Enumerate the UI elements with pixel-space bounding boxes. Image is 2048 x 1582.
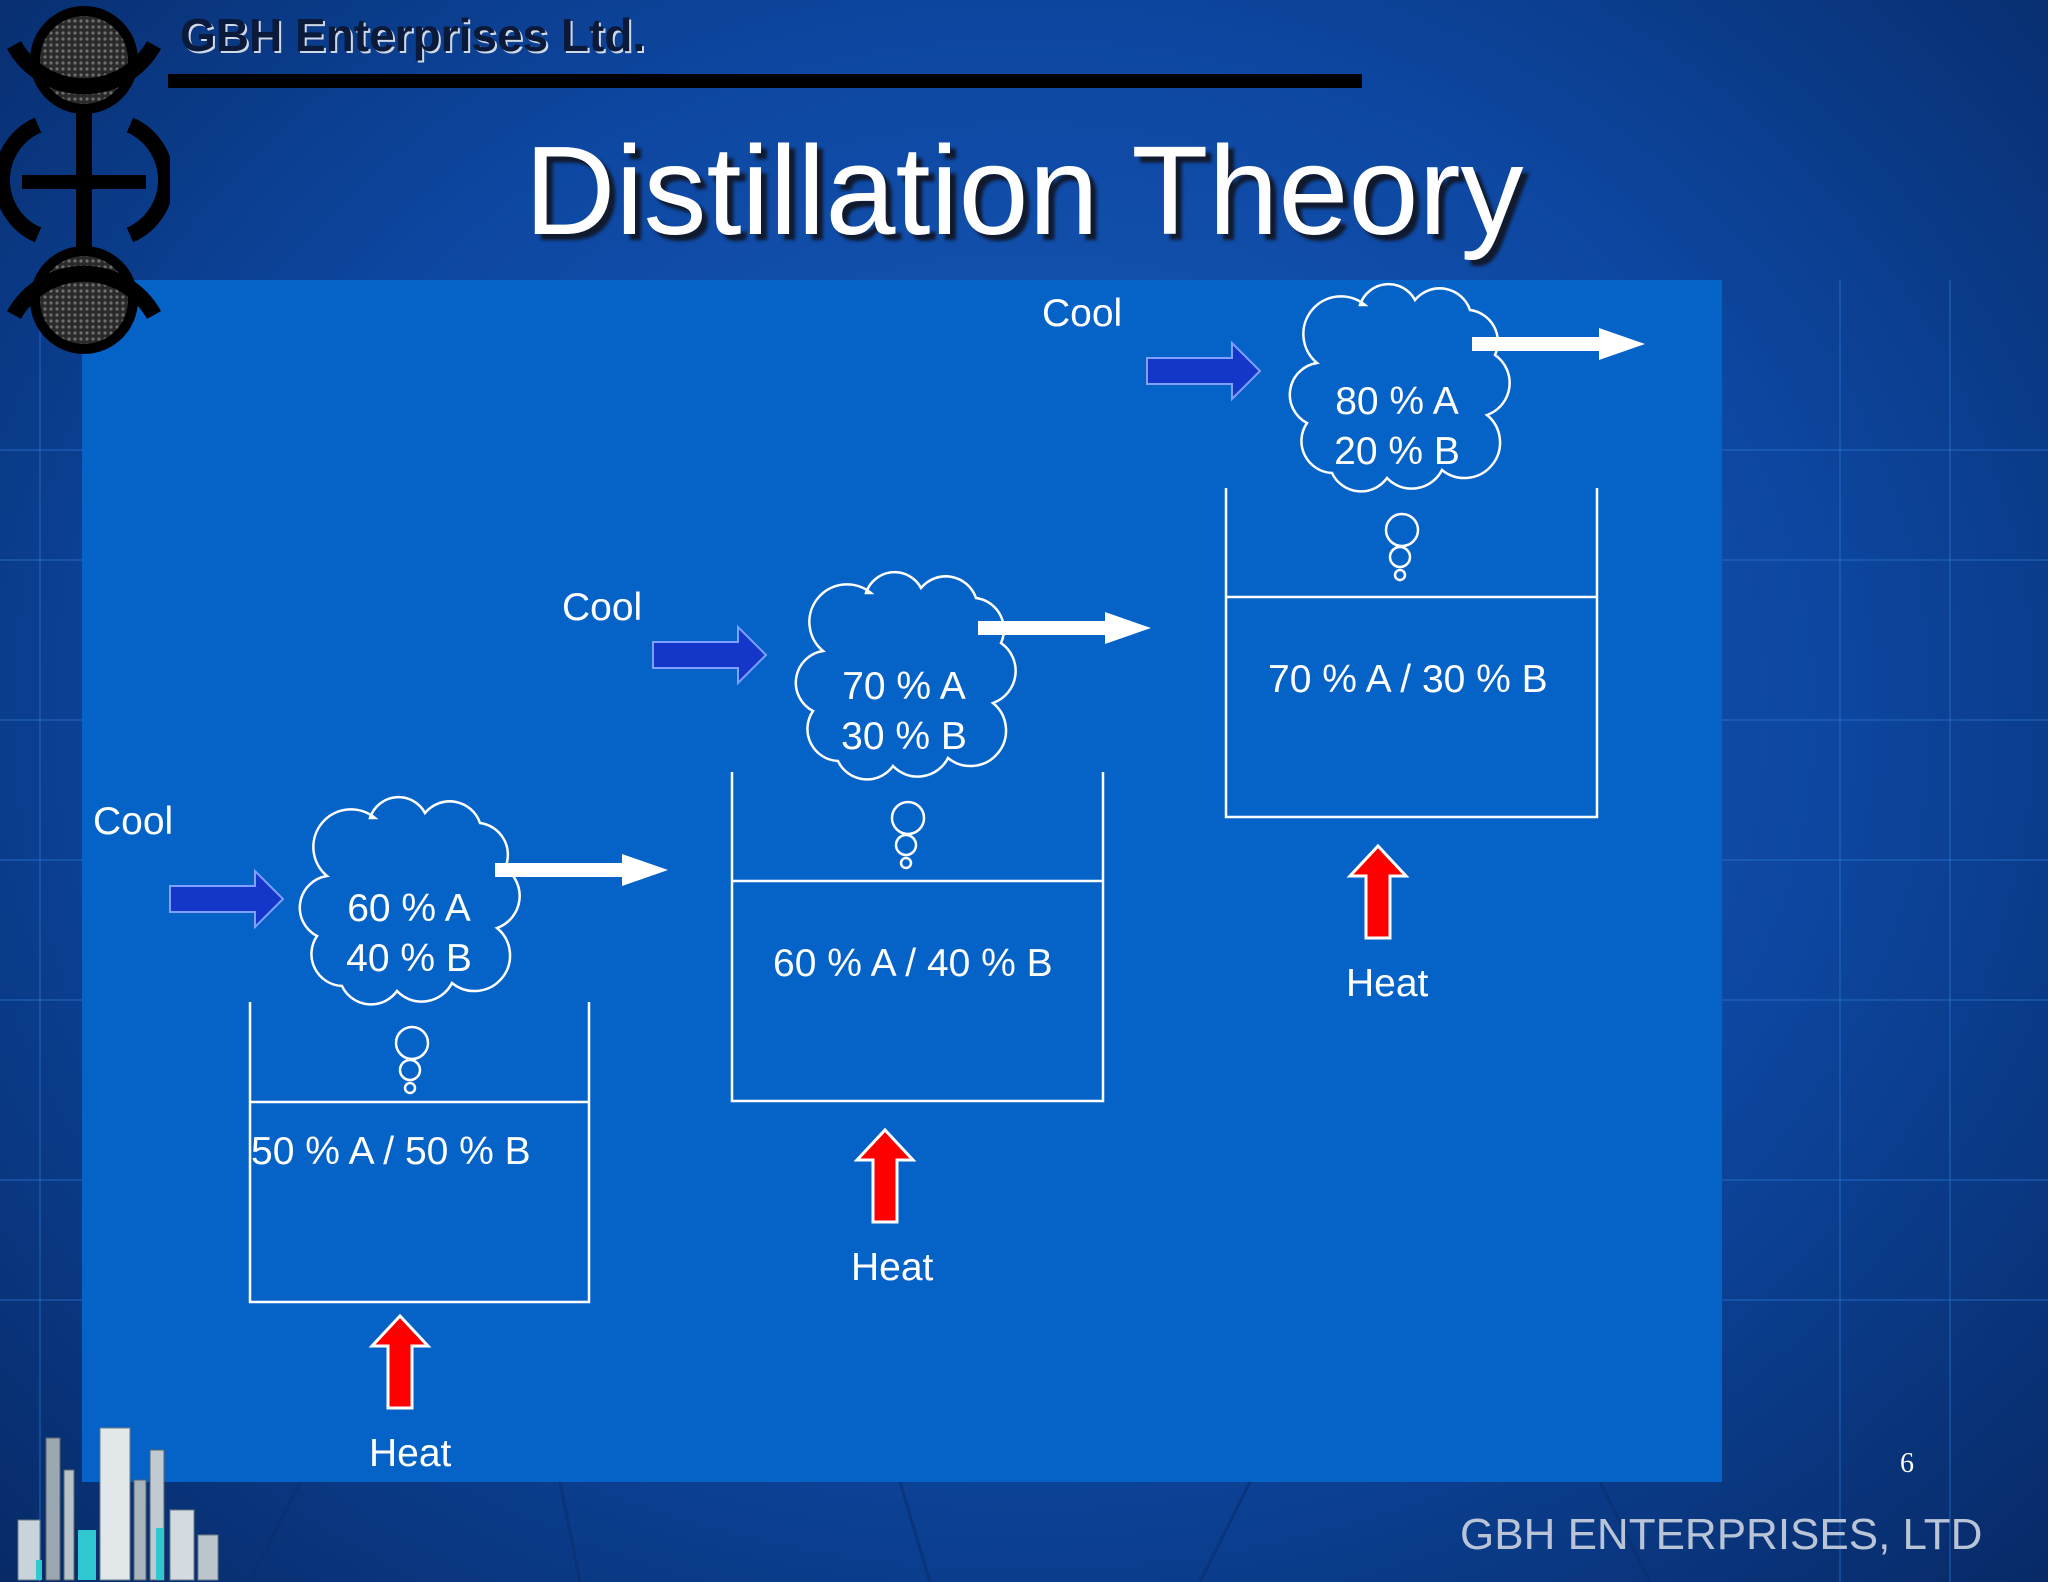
- liquid-composition-3: 70 % A / 30 % B: [1268, 658, 1548, 701]
- heat-label-2: Heat: [851, 1246, 934, 1289]
- footer-company: GBH ENTERPRISES, LTD: [1460, 1510, 1983, 1559]
- beaker-3: [1224, 488, 1599, 819]
- cool-label-2: Cool: [562, 586, 643, 629]
- liquid-composition-1: 50 % A / 50 % B: [251, 1130, 531, 1173]
- header-divider: [168, 74, 1362, 88]
- heat-label-3: Heat: [1346, 962, 1429, 1005]
- page-number: 6: [1900, 1448, 1914, 1479]
- cool-arrow-3: [1146, 340, 1262, 402]
- stage-2: [652, 570, 1151, 1224]
- vapor-composition-1: 60 % A 40 % B: [334, 884, 484, 984]
- company-header: GBH Enterprises Ltd.: [180, 9, 646, 61]
- vapor-b-3: 20 % B: [1334, 430, 1460, 473]
- vapor-b-1: 40 % B: [346, 937, 472, 980]
- vapor-a-1: 60 % A: [347, 887, 471, 930]
- cool-arrow-2: [652, 624, 768, 686]
- refinery-illustration: [17, 1427, 219, 1581]
- vapor-a-2: 70 % A: [842, 665, 966, 708]
- vapor-composition-3: 80 % A 20 % B: [1322, 377, 1472, 477]
- vapor-composition-2: 70 % A 30 % B: [829, 662, 979, 762]
- beaker-1: [248, 1002, 591, 1304]
- vapor-out-arrow-3: [1472, 328, 1645, 360]
- vapor-b-2: 30 % B: [841, 715, 967, 758]
- heat-arrow-3: [1346, 843, 1410, 940]
- heat-label-1: Heat: [369, 1432, 452, 1475]
- stage-3: [1146, 282, 1645, 940]
- stage-1: [169, 795, 668, 1410]
- beaker-2: [730, 772, 1105, 1103]
- vapor-a-3: 80 % A: [1335, 380, 1459, 423]
- heat-arrow-1: [368, 1313, 432, 1410]
- cool-label-1: Cool: [93, 800, 174, 843]
- vapor-out-arrow-2: [978, 612, 1151, 644]
- cool-arrow-1: [169, 868, 285, 930]
- company-logo: [0, 6, 170, 354]
- heat-arrow-2: [853, 1127, 917, 1224]
- cool-label-3: Cool: [1042, 292, 1123, 335]
- liquid-composition-2: 60 % A / 40 % B: [773, 942, 1053, 985]
- vapor-out-arrow-1: [495, 854, 668, 886]
- slide-title: Distillation Theory: [524, 120, 1524, 261]
